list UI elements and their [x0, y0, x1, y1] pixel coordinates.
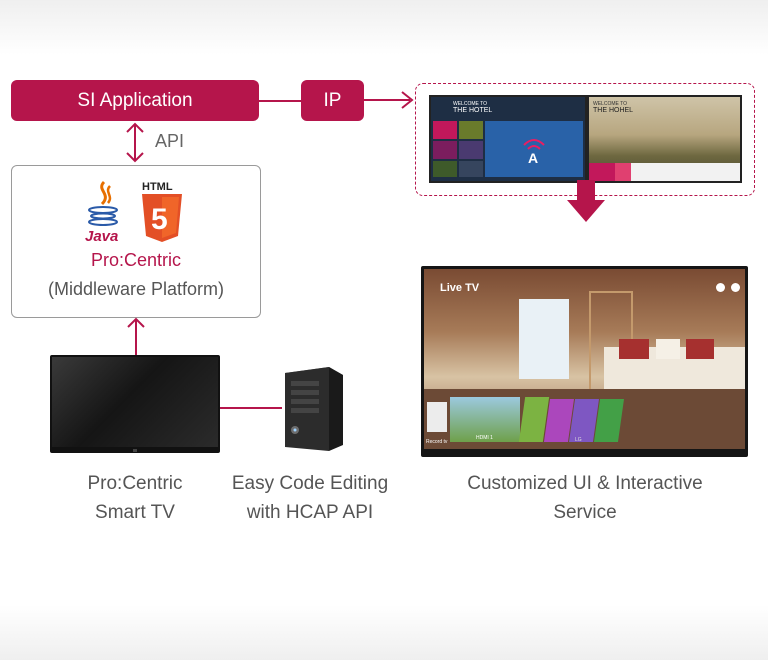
hdmi-label: HDMI 1: [476, 435, 493, 441]
middleware-brand: Pro:Centric: [90, 250, 182, 270]
customized-ui-tv: Live TV Record tv HDMI 1 LG: [421, 266, 748, 457]
record-tile: [427, 402, 447, 432]
wifi-icon: A: [523, 139, 545, 165]
caption-code-editing: Easy Code Editing with HCAP API: [218, 469, 402, 527]
hotel-menu-screen: WELCOME TO THE HOTEL A: [429, 95, 587, 183]
svg-text:A: A: [528, 150, 538, 165]
settings-icon: [731, 283, 740, 292]
java-logo-icon: Java: [85, 180, 118, 244]
caption-customized: Customized UI & Interactive Service: [440, 469, 730, 527]
caption-smart-tv-line1: Pro:Centric: [87, 473, 183, 494]
top-background-band: [0, 0, 768, 55]
tv-to-middleware-arrow: [127, 317, 145, 355]
api-double-arrow: [126, 122, 144, 163]
down-arrow: [567, 180, 605, 222]
connector-si-ip: [259, 100, 301, 102]
ip-box: IP: [301, 80, 364, 121]
bottom-background-band: [0, 605, 768, 660]
caption-smart-tv-line2: Smart TV: [95, 502, 175, 523]
caption-code-editing-line2: with HCAP API: [246, 502, 374, 523]
caption-smart-tv: Pro:Centric Smart TV: [48, 469, 222, 527]
si-application-box: SI Application: [11, 80, 259, 121]
server-computer-icon: [285, 367, 343, 451]
profile-icon: [716, 283, 725, 292]
html-version-label: 5: [151, 203, 168, 236]
hotel2-name: THE HOHEL: [593, 107, 634, 114]
middleware-box: Java HTML 5 Pro:Centric (Middleware Plat…: [11, 165, 261, 318]
middleware-subtitle: (Middleware Platform): [47, 279, 225, 299]
hotel1-name: THE HOTEL: [453, 107, 493, 114]
html5-logo-icon: HTML 5: [142, 181, 182, 242]
api-label: API: [155, 131, 185, 151]
connector-tv-server: [220, 407, 282, 409]
lg-mark: LG: [575, 437, 582, 443]
smart-tv: [50, 355, 220, 453]
ip-arrow: [364, 91, 414, 109]
caption-customized-line1: Customized UI & Interactive: [467, 473, 703, 494]
html-label: HTML: [142, 181, 173, 193]
hdmi-preview-tile: [450, 397, 520, 442]
java-label: Java: [85, 228, 118, 244]
hotel2-welcome: WELCOME TO: [593, 101, 627, 107]
live-tv-label: Live TV: [440, 282, 480, 294]
caption-code-editing-line1: Easy Code Editing: [231, 473, 389, 494]
hotel1-welcome: WELCOME TO: [453, 101, 487, 107]
caption-customized-line2: Service: [553, 502, 617, 523]
record-label: Record tv: [426, 439, 448, 445]
hotel-landscape-screen: WELCOME TO THE HOHEL: [587, 95, 742, 183]
